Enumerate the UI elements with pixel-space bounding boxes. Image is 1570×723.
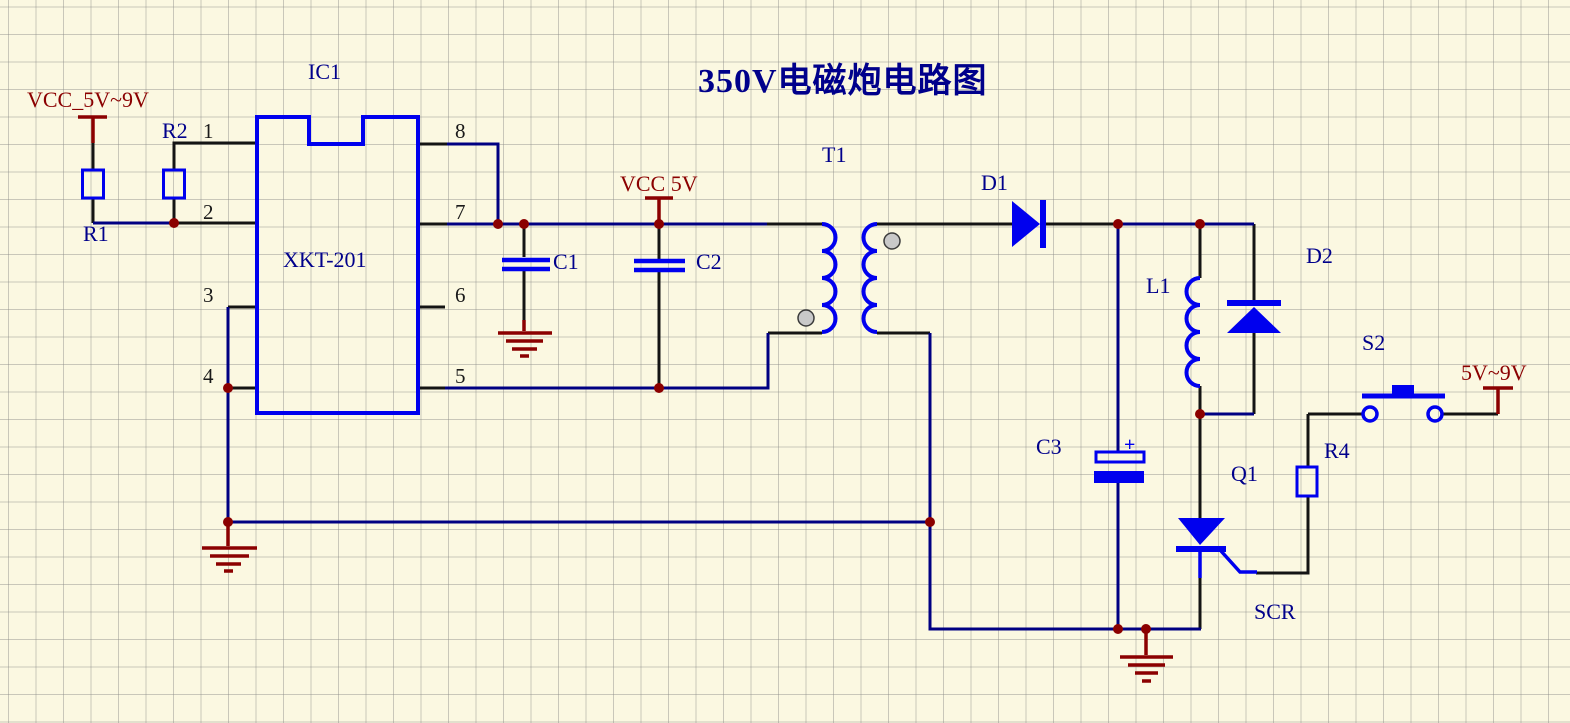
c1-symbol	[502, 257, 550, 272]
wires-navy	[93, 142, 1254, 631]
schematic-title: 350V电磁炮电路图	[698, 63, 988, 100]
ic1-pin-number-8: 8	[455, 119, 466, 143]
ic1-part-number: XKT-201	[283, 247, 367, 272]
junction-dots	[169, 218, 1205, 634]
resistor-symbols	[81, 168, 1319, 498]
c1-designator: C1	[553, 249, 579, 274]
ic1-pin-number-3: 3	[203, 283, 214, 307]
net-label-vcc-5v: VCC 5V	[620, 171, 698, 196]
d2-designator: D2	[1306, 243, 1333, 268]
net-label-5v-9v: 5V~9V	[1461, 360, 1527, 385]
t1-symbol	[797, 222, 901, 334]
s2-symbol	[1361, 385, 1445, 423]
ic1-pin-number-1: 1	[203, 119, 214, 143]
q1-designator: Q1	[1231, 461, 1258, 486]
ic1-pin-number-2: 2	[203, 200, 214, 224]
vcc-input-symbol	[78, 115, 107, 143]
junction-dot	[1141, 624, 1151, 634]
wire-gate-run	[1256, 496, 1310, 575]
l1-coil	[1184, 276, 1201, 388]
d2-triangle	[1227, 307, 1281, 333]
junction-dot	[493, 219, 503, 229]
junction-dot	[223, 517, 233, 527]
ic1-pin-number-6: 6	[455, 283, 466, 307]
wire-pin5-run	[445, 333, 770, 390]
c3-designator: C3	[1036, 434, 1062, 459]
r1-designator: R1	[83, 221, 109, 246]
junction-dot	[654, 219, 664, 229]
d1-symbol	[1012, 200, 1046, 248]
ic1-pin-number-5: 5	[455, 364, 466, 388]
c3-plate-negative	[1094, 471, 1144, 483]
scr-gate-lead	[1219, 549, 1257, 574]
t1-secondary-coil	[861, 222, 878, 334]
d1-triangle	[1012, 201, 1040, 247]
ground-right	[1120, 629, 1173, 683]
ic1-designator: IC1	[308, 59, 341, 84]
ic1-outline	[255, 115, 420, 415]
junction-dot	[925, 517, 935, 527]
t1-designator: T1	[822, 142, 847, 167]
d1-designator: D1	[981, 170, 1008, 195]
power-symbols	[78, 115, 1513, 414]
junction-dot	[654, 383, 664, 393]
wire-pin8-loop	[447, 142, 500, 224]
s2-terminal-right	[1426, 405, 1444, 423]
junction-dot	[1195, 219, 1205, 229]
r4-body	[1295, 465, 1319, 498]
junction-dot	[1113, 219, 1123, 229]
ground-main	[202, 522, 257, 573]
wires-black	[91, 141, 1498, 629]
junction-dot	[519, 219, 529, 229]
power-right-symbol	[1483, 386, 1513, 414]
scr-symbol	[1176, 518, 1257, 578]
s2-terminal-left	[1361, 405, 1379, 423]
t1-phase-dot-primary	[797, 309, 815, 327]
r2-body	[162, 168, 186, 200]
scr-triangle	[1178, 518, 1225, 545]
s2-button-cap	[1392, 385, 1414, 396]
ic1-symbol	[255, 115, 420, 415]
t1-primary-coil	[821, 222, 838, 334]
t1-phase-dot-secondary	[883, 232, 901, 250]
r4-designator: R4	[1324, 438, 1350, 463]
c2-symbol	[634, 258, 685, 273]
wire-secondary-return	[928, 333, 1201, 631]
l1-symbol	[1184, 276, 1201, 388]
c3-symbol	[1094, 450, 1146, 483]
ic1-pin-number-7: 7	[455, 200, 466, 224]
vcc-5v-symbol	[645, 196, 673, 223]
junction-dot	[1195, 409, 1205, 419]
ic1-pin-number-4: 4	[203, 364, 214, 388]
wire-pin1	[172, 141, 257, 170]
scr-type-label: SCR	[1254, 599, 1296, 624]
net-label-vcc-input: VCC_5V~9V	[27, 87, 149, 112]
junction-dot	[223, 383, 233, 393]
c3-plate-positive	[1094, 450, 1146, 464]
r1-body	[81, 168, 105, 200]
c3-polarity-mark: +	[1124, 434, 1136, 456]
r2-designator: R2	[162, 118, 188, 143]
d2-symbol	[1227, 300, 1281, 333]
c2-designator: C2	[696, 249, 722, 274]
s2-designator: S2	[1362, 330, 1386, 355]
junction-dot	[169, 218, 179, 228]
l1-designator: L1	[1146, 273, 1171, 298]
junction-dot	[1113, 624, 1123, 634]
ground-c1	[498, 320, 552, 358]
ground-symbols	[202, 320, 1173, 683]
